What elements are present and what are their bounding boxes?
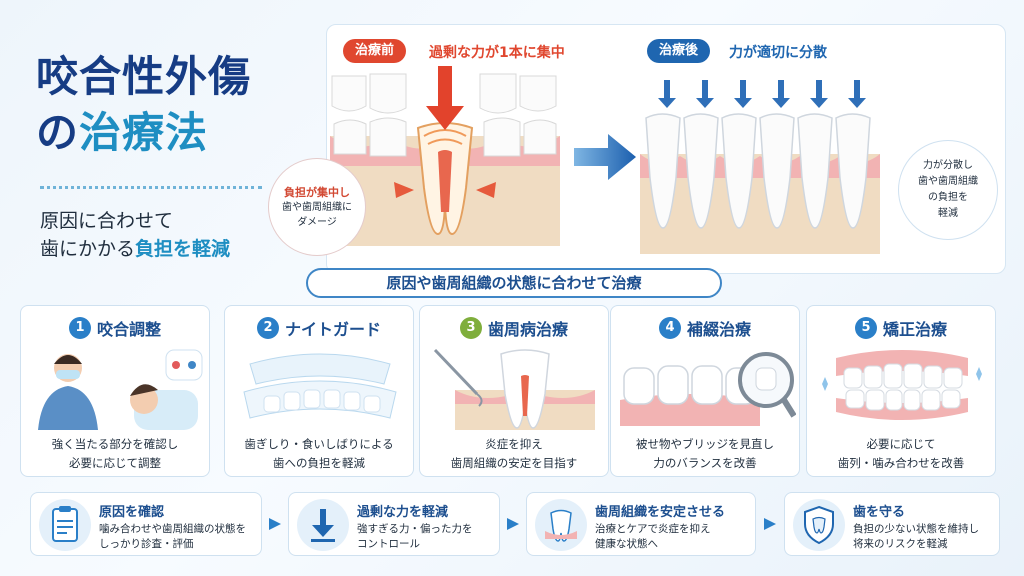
step-stabilize-tissue: 歯周組織を安定させる 治療とケアで炎症を抑え 健康な状態へ (526, 492, 756, 556)
dotted-divider (40, 186, 262, 189)
card-periodontal-treatment: 3 歯周病治療 炎症を抑え 歯周組織の安定を目指す (419, 305, 609, 477)
step-desc-line1: 噛み合わせや歯周組織の状態を (99, 523, 246, 535)
card-title: 補綴治療 (686, 320, 751, 339)
card-title: 咬合調整 (96, 320, 161, 339)
card-night-guard: 2 ナイトガード 歯ぎしり・食いしばりによる 歯への負担を軽減 (224, 305, 414, 477)
card-orthodontic-treatment: 5 矯正治療 必要に応じて 歯列・噛み合わせを改善 (806, 305, 996, 477)
after-bubble-text1: 力が分散し (923, 160, 973, 171)
step-title: 過剰な力を軽減 (357, 505, 449, 520)
before-bubble-head: 負担が集中し (284, 185, 350, 199)
transition-arrow-icon (574, 134, 636, 180)
card-number: 2 (256, 317, 279, 339)
bridge-magnifier-icon (620, 352, 796, 426)
step-desc-line2: 健康な状態へ (595, 538, 658, 550)
card-desc-line1: 必要に応じて (866, 437, 936, 451)
step-desc-line2: コントロール (357, 538, 420, 550)
subtitle-prefix: 歯にかかる (40, 238, 136, 260)
page-title-main: 治療法 (79, 108, 209, 157)
page-title-line2: の治療法 (36, 108, 306, 158)
step-arrow-icon (507, 518, 519, 530)
card-title: 歯周病治療 (487, 320, 568, 339)
down-arrow-icon (297, 499, 349, 551)
card-title: 矯正治療 (882, 320, 947, 339)
step-title: 歯周組織を安定させる (595, 505, 726, 520)
card-desc-line1: 炎症を抑え (485, 437, 543, 451)
subtitle-line1: 原因に合わせて (40, 210, 174, 232)
card-desc-line2: 歯列・噛み合わせを改善 (837, 456, 965, 470)
card-desc-line1: 歯ぎしり・食いしばりによる (244, 437, 394, 451)
step-title: 原因を確認 (99, 505, 165, 520)
page-title-line1: 咬合性外傷 (36, 52, 252, 101)
before-teeth-illustration (330, 66, 560, 246)
shield-tooth-icon (793, 499, 845, 551)
card-title: ナイトガード (284, 320, 381, 339)
step-check-cause: 原因を確認 噛み合わせや歯周組織の状態を しっかり診査・評価 (30, 492, 262, 556)
after-teeth-illustration (640, 80, 880, 254)
before-caption: 過剰な力が1本に集中 (429, 45, 565, 61)
before-bubble-text1: 歯や歯周組織に (282, 201, 352, 213)
after-bubble-text3: の負担を (928, 192, 968, 203)
card-desc-line2: 力のバランスを改善 (653, 456, 757, 470)
step-protect-teeth: 歯を守る 負担の少ない状態を維持し 将来のリスクを軽減 (784, 492, 1000, 556)
card-header: 2 ナイトガード (225, 316, 413, 340)
dentist-patient-icon (38, 349, 203, 430)
title-block: 咬合性外傷 の治療法 (36, 52, 306, 158)
card-occlusal-adjustment: 1 咬合調整 強く当たる部分を確認し 必要に応じて調整 (20, 305, 210, 477)
card-header: 5 矯正治療 (807, 316, 995, 340)
before-bubble-text2: ダメージ (297, 216, 337, 228)
card-number: 3 (459, 317, 482, 339)
aligned-teeth-icon (822, 350, 982, 420)
card-header: 3 歯周病治療 (420, 316, 608, 340)
tooth-gum-icon (535, 499, 587, 551)
before-damage-bubble: 負担が集中し 歯や歯周組織に ダメージ (268, 158, 366, 256)
card-desc-line2: 歯への負担を軽減 (273, 456, 365, 470)
card-header: 4 補綴治療 (611, 316, 799, 340)
card-number: 5 (854, 317, 877, 339)
night-guard-icon (243, 353, 397, 419)
card-header: 1 咬合調整 (21, 316, 209, 340)
step-desc-line1: 負担の少ない状態を維持し (853, 523, 979, 535)
after-bubble-text4: 軽減 (938, 208, 958, 219)
before-badge: 治療前 (343, 39, 407, 63)
treatment-banner: 原因や歯周組織の状態に合わせて治療 (306, 268, 722, 298)
step-desc-line1: 強すぎる力・偏った力を (357, 523, 473, 535)
card-desc-line2: 歯周組織の安定を目指す (450, 456, 578, 470)
after-badge: 治療後 (647, 39, 711, 63)
page-title-particle: の (36, 108, 80, 157)
after-bubble-text2: 歯や歯周組織 (918, 176, 978, 187)
card-number: 4 (658, 317, 681, 339)
card-desc-line2: 必要に応じて調整 (69, 456, 161, 470)
clipboard-icon (39, 499, 91, 551)
step-title: 歯を守る (853, 505, 906, 520)
card-desc-line1: 強く当たる部分を確認し (51, 437, 179, 451)
after-relief-bubble: 力が分散し 歯や歯周組織 の負担を 軽減 (898, 140, 998, 240)
step-desc-line2: しっかり診査・評価 (99, 538, 194, 550)
step-desc-line1: 治療とケアで炎症を抑え (595, 523, 711, 535)
step-arrow-icon (269, 518, 281, 530)
card-desc-line1: 被せ物やブリッジを見直し (636, 437, 774, 451)
step-arrow-icon (764, 518, 776, 530)
subtitle-highlight: 負担を軽減 (135, 238, 231, 260)
card-number: 1 (68, 317, 91, 339)
after-caption: 力が適切に分散 (729, 45, 827, 61)
card-prosthetic-treatment: 4 補綴治療 被せ物やブリッジを見直し 力のバランスを改善 (610, 305, 800, 477)
subtitle-line2: 歯にかかる負担を軽減 (40, 234, 230, 261)
step-reduce-force: 過剰な力を軽減 強すぎる力・偏った力を コントロール (288, 492, 500, 556)
step-desc-line2: 将来のリスクを軽減 (853, 538, 948, 550)
periodontal-tooth-icon (433, 348, 595, 430)
